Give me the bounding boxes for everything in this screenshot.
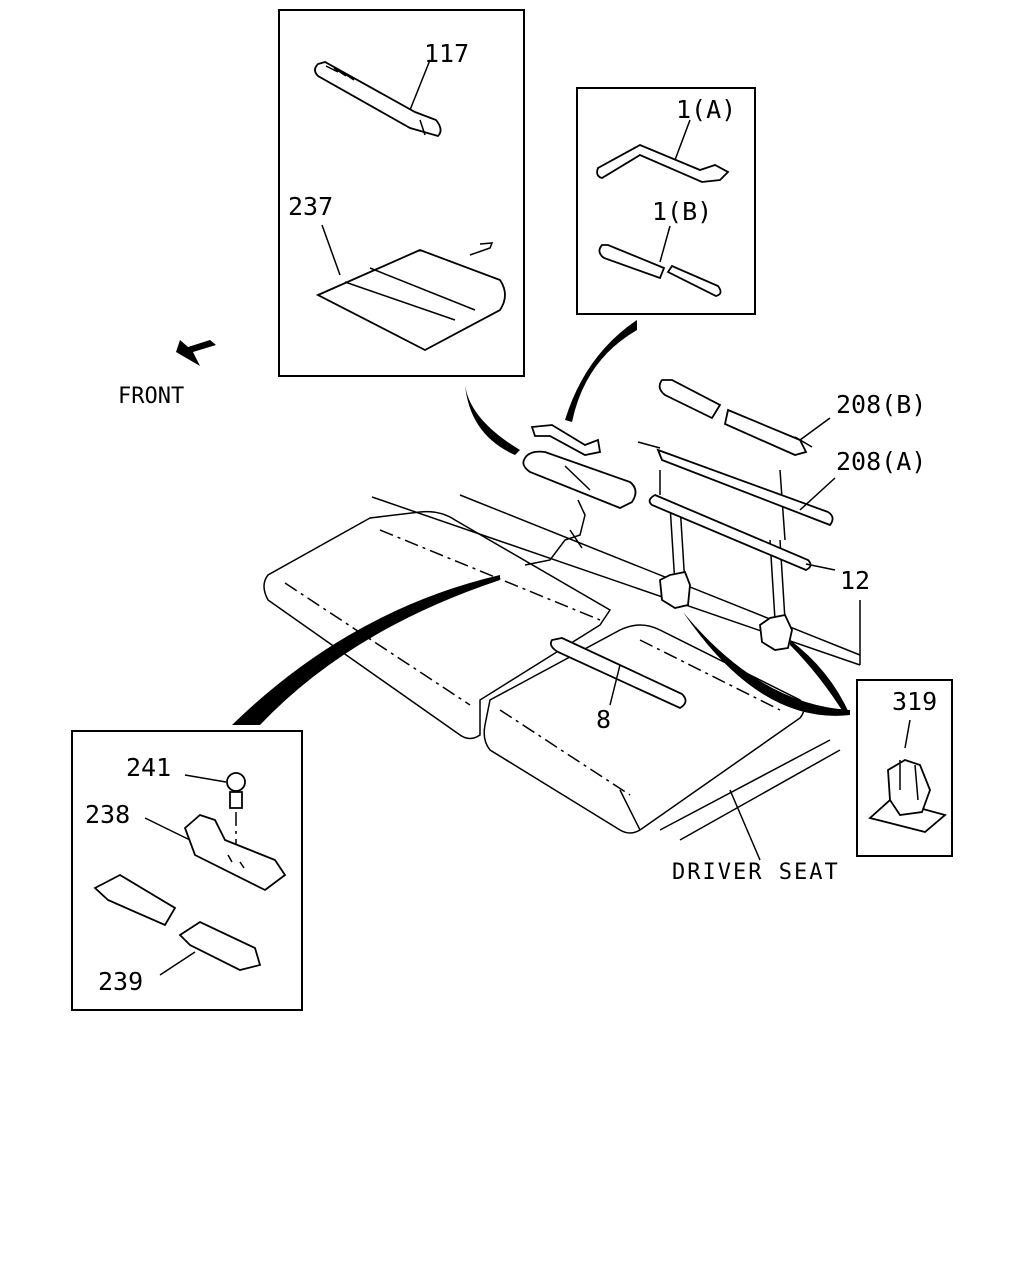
driver-seat-label: DRIVER SEAT — [672, 860, 840, 885]
label-237: 237 — [288, 192, 333, 221]
label-319: 319 — [892, 687, 937, 716]
label-12: 12 — [840, 566, 870, 595]
label-208a: 208(A) — [836, 447, 926, 476]
label-208b: 208(B) — [836, 390, 926, 419]
center-parts — [522, 379, 834, 710]
inset-box-brackets — [71, 730, 303, 1011]
label-239: 239 — [98, 967, 143, 996]
label-8: 8 — [596, 705, 611, 734]
label-117: 117 — [424, 39, 469, 68]
label-1a: 1(A) — [676, 95, 736, 124]
front-label: FRONT — [118, 384, 184, 409]
inset-box-clip — [856, 679, 953, 857]
front-arrow-icon — [176, 340, 216, 366]
inset-box-handles — [576, 87, 756, 315]
label-241: 241 — [126, 753, 171, 782]
label-238: 238 — [85, 800, 130, 829]
label-1b: 1(B) — [652, 197, 712, 226]
pointer-wedges — [232, 320, 850, 725]
seat-assembly — [263, 469, 861, 841]
inset-box-tools — [278, 9, 525, 377]
